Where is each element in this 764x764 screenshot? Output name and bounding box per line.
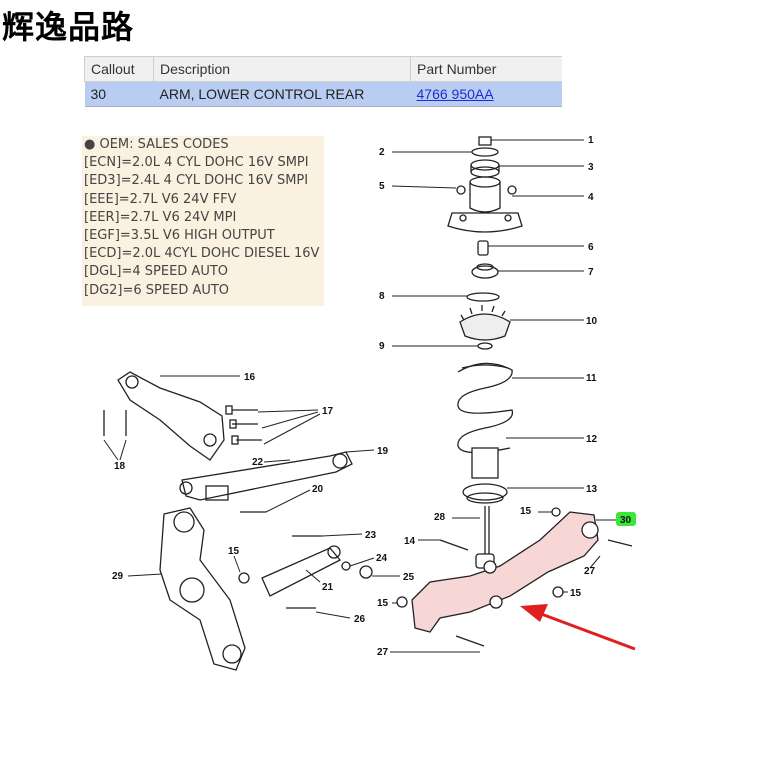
callout-label[interactable]: 15 [570, 588, 582, 599]
callout-label[interactable]: 20 [312, 484, 324, 495]
lateral-link-drawing [179, 451, 353, 501]
sales-code-line: [EER]=2.7L V6 24V MPI [84, 209, 237, 225]
washer-drawing [471, 147, 499, 157]
sales-code-line: [ECN]=2.0L 4 CYL DOHC 16V SMPI [84, 155, 309, 171]
sales-code-line: [DG2]=6 SPEED AUTO [84, 282, 230, 298]
callout-label[interactable]: 4 [588, 192, 594, 203]
dust-boot-clip-drawing [477, 342, 493, 350]
callout-label[interactable]: 5 [379, 181, 385, 192]
callout-30-badge [616, 512, 636, 526]
callout-label[interactable]: 14 [404, 536, 416, 547]
cell-description: ARM, LOWER CONTROL REAR [153, 81, 411, 107]
header-callout: Callout [84, 56, 154, 82]
coil-spring-drawing [457, 362, 514, 454]
callout-label[interactable]: 7 [588, 267, 594, 278]
callout-label[interactable]: 3 [588, 162, 594, 173]
toe-link-drawing [261, 535, 373, 609]
callout-label[interactable]: 1 [588, 135, 594, 146]
parts-table: Callout Description Part Number 30 ARM, … [84, 56, 562, 107]
spring-seat-drawing [459, 305, 511, 341]
bolts-drawing [439, 539, 633, 647]
callout-label[interactable]: 21 [322, 582, 334, 593]
shock-absorber-drawing [462, 447, 508, 569]
sales-code-line: [DGL]=4 SPEED AUTO [84, 264, 229, 280]
callout-label[interactable]: 9 [379, 341, 385, 352]
sales-code-line: [EEE]=2.7L V6 24V FFV [84, 191, 237, 207]
header-part-number: Part Number [410, 56, 562, 82]
callout-label[interactable]: 6 [588, 242, 594, 253]
bushing-drawing [470, 159, 500, 178]
callout-label[interactable]: 12 [586, 434, 598, 445]
callout-label[interactable]: 24 [376, 553, 388, 564]
callout-label[interactable]: 27 [377, 647, 389, 658]
callout-label[interactable]: 19 [377, 446, 389, 457]
header-description: Description [153, 56, 411, 82]
spacer-drawing [477, 240, 489, 256]
callout-label[interactable]: 28 [434, 512, 446, 523]
sales-code-line: [ECD]=2.0L 4CYL DOHC DIESEL 16V [84, 246, 320, 262]
callout-label[interactable]: 18 [114, 461, 126, 472]
strut-mount-drawing [447, 176, 523, 233]
callout-label[interactable]: 8 [379, 291, 385, 302]
callout-label[interactable]: 29 [112, 571, 124, 582]
callout-label[interactable]: 2 [379, 147, 385, 158]
table-header-row: Callout Description Part Number [84, 56, 562, 82]
lower-control-arm-drawing [411, 511, 599, 633]
callout-label[interactable]: 17 [322, 406, 334, 417]
callout-label[interactable]: 22 [252, 457, 264, 468]
callout-label[interactable]: 16 [244, 372, 256, 383]
callout-label[interactable]: 10 [586, 316, 598, 327]
sales-codes-title: ● OEM: SALES CODES [84, 137, 229, 152]
knuckle-drawing [159, 507, 246, 671]
upper-arm-drawing [117, 371, 225, 461]
red-arrow-drawing [520, 604, 636, 651]
callout-label[interactable]: 13 [586, 484, 598, 495]
sales-code-line: [ED3]=2.4L 4 CYL DOHC 16V SMPI [84, 173, 309, 189]
brand-title: 辉逸品路 [2, 8, 135, 46]
callout-label[interactable]: 15 [228, 546, 240, 557]
isolator-drawing [466, 292, 500, 302]
jounce-bumper-drawing [471, 263, 499, 279]
callout-label[interactable]: 26 [354, 614, 366, 625]
callout-label[interactable]: 15 [520, 506, 532, 517]
callout-label[interactable]: 15 [377, 598, 389, 609]
callout-label[interactable]: 25 [403, 572, 415, 583]
nut-drawing [238, 572, 250, 584]
bolt-set-drawing [103, 405, 262, 445]
callout-label[interactable]: 23 [365, 530, 377, 541]
cell-callout: 30 [84, 81, 154, 107]
strut-nut-drawing [478, 136, 492, 146]
callout-label[interactable]: 11 [586, 373, 597, 384]
sales-codes-box: ● OEM: SALES CODES [ECN]=2.0L 4 CYL DOHC… [82, 136, 324, 306]
callout-label-highlighted[interactable]: 30 [620, 515, 632, 526]
callout-label[interactable]: 27 [584, 566, 596, 577]
table-row: 30 ARM, LOWER CONTROL REAR 4766 950AA [84, 81, 562, 107]
part-number-link[interactable]: 4766 950AA [410, 81, 562, 107]
sales-code-line: [EGF]=3.5L V6 HIGH OUTPUT [84, 228, 275, 244]
